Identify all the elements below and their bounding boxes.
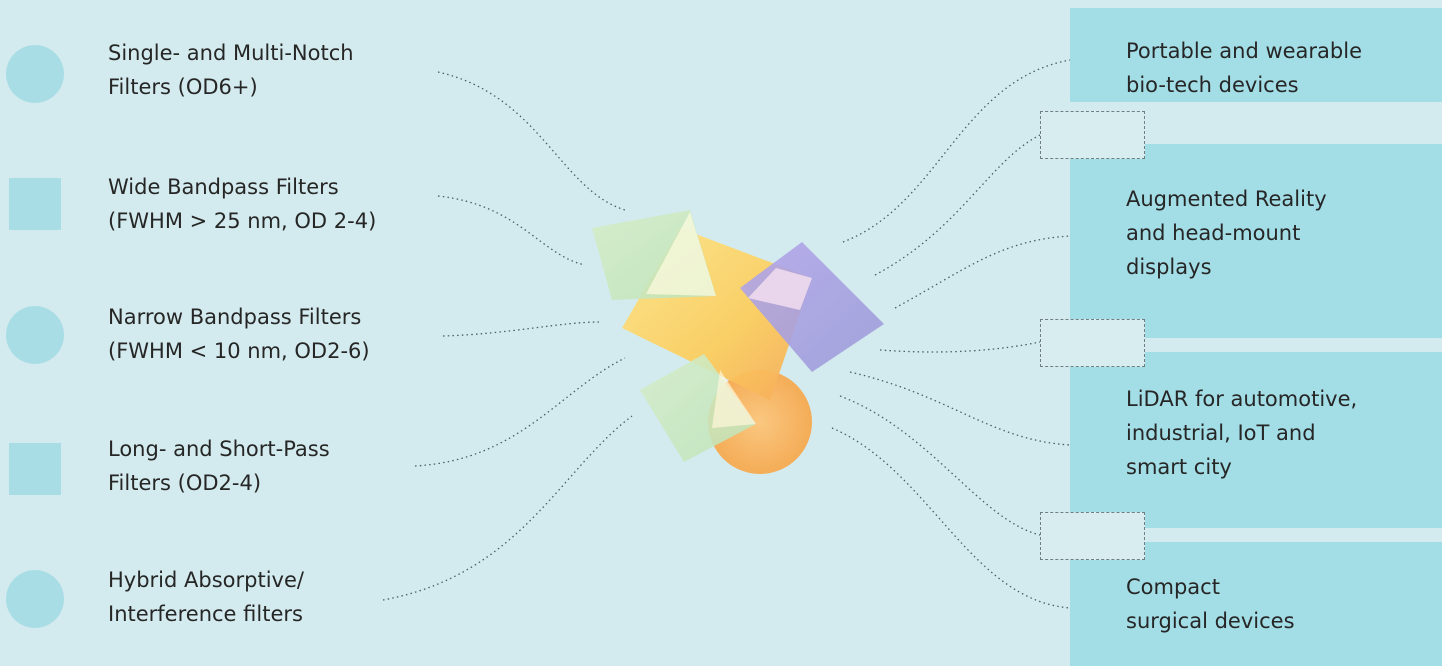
filter-type-hybrid: Hybrid Absorptive/ Interference filters	[108, 568, 304, 626]
application-label: Portable and wearable bio-tech devices	[1126, 39, 1362, 97]
connector-line	[894, 235, 1071, 309]
square-marker	[9, 443, 61, 495]
connector-line	[442, 321, 601, 337]
optical-filters-illustration	[592, 210, 884, 474]
circle-marker	[6, 45, 64, 103]
square-marker	[9, 178, 61, 230]
connector-tab	[1040, 512, 1145, 560]
filter-type-narrow-bandpass: Narrow Bandpass Filters (FWHM < 10 nm, O…	[108, 305, 370, 363]
filter-type-wide-bandpass: Wide Bandpass Filters (FWHM > 25 nm, OD …	[108, 175, 377, 233]
application-label: LiDAR for automotive, industrial, IoT an…	[1126, 387, 1358, 479]
application-label: Augmented Reality and head-mount display…	[1126, 187, 1327, 279]
application-box: Portable and wearable bio-tech devices	[1070, 8, 1442, 102]
connector-line	[839, 395, 1041, 536]
connector-line	[879, 341, 1041, 353]
application-box: LiDAR for automotive, industrial, IoT an…	[1070, 352, 1442, 528]
connector-tab	[1040, 111, 1145, 159]
connector-line	[437, 195, 586, 266]
connector-line	[414, 357, 626, 467]
filter-type-long-short-pass: Long- and Short-Pass Filters (OD2-4)	[108, 437, 330, 495]
application-box: Augmented Reality and head-mount display…	[1070, 144, 1442, 338]
connector-line	[437, 71, 626, 211]
circle-marker	[6, 306, 64, 364]
connector-tab	[1040, 319, 1145, 367]
application-label: Compact surgical devices	[1126, 575, 1295, 633]
application-box: Compact surgical devices	[1070, 542, 1442, 666]
circle-marker	[6, 570, 64, 628]
filter-type-notch: Single- and Multi-Notch Filters (OD6+)	[108, 41, 354, 99]
green-small-filter	[640, 354, 756, 462]
